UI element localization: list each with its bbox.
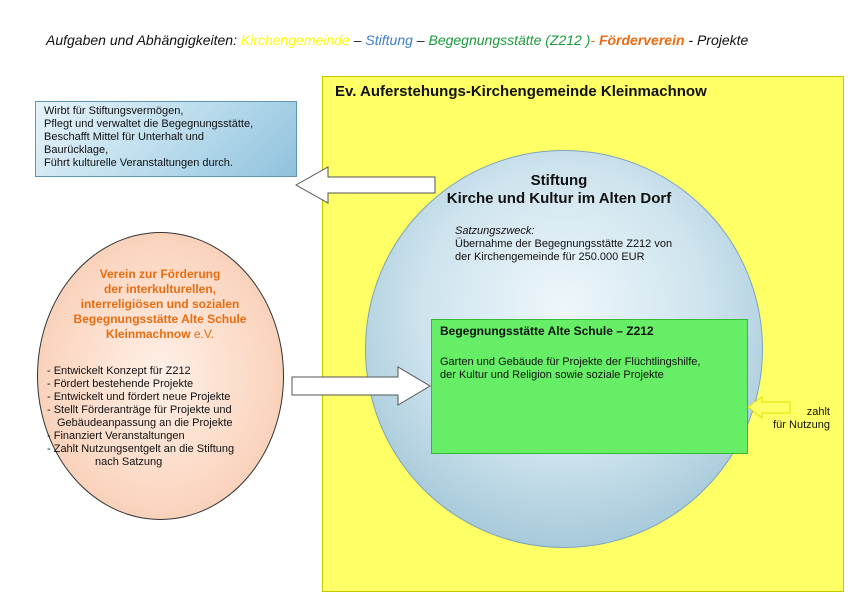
satzungszweck-line1: Übernahme der Begegnungsstätte Z212 von (455, 238, 673, 250)
satzungszweck: Satzungszweck: Übernahme der Begegnungss… (455, 225, 672, 264)
stiftung-title-line2: Kirche und Kultur im Alten Dorf (446, 190, 672, 207)
list-item: nach Satzung (95, 456, 163, 468)
task-line: Baurücklage, (44, 144, 109, 156)
zahlt-label: zahlt für Nutzung (766, 406, 830, 432)
header-prefix: Aufgaben und Abhängigkeiten: (46, 32, 241, 48)
verein-title-last: Kleinmachnow (105, 327, 191, 341)
verein-title-line-last: Kleinmachnow e.V. (40, 327, 280, 342)
task-line: Beschafft Mittel für Unterhalt und (44, 131, 204, 143)
zahlt-line1: zahlt (806, 406, 830, 418)
arrow-right-icon (291, 366, 431, 406)
header-begegnungsstaette: Begegnungsstätte (Z212 ) (428, 32, 591, 48)
foerderverein-ellipse (37, 232, 284, 520)
verein-title-line: interreligiösen und sozialen (80, 297, 240, 311)
foerderverein-title: Verein zur Förderung der interkulturelle… (40, 267, 280, 342)
header-suffix: - Projekte (684, 32, 749, 48)
list-item: Gebäudeanpassung an die Projekte (57, 417, 233, 429)
header-sep2: – (412, 32, 429, 48)
list-item: - Entwickelt Konzept für Z212 (47, 365, 191, 377)
stiftung-tasks-box: Wirbt für Stiftungsvermögen, Pflegt und … (35, 101, 297, 177)
task-line: Wirbt für Stiftungsvermögen, (44, 105, 184, 117)
satzungszweck-label: Satzungszweck: (455, 225, 535, 237)
diagram-header: Aufgaben und Abhängigkeiten: Kirchengeme… (46, 32, 748, 48)
satzungszweck-line2: der Kirchengemeinde für 250.000 EUR (455, 251, 645, 263)
header-kirchengemeinde: Kirchengemeinde (240, 32, 350, 48)
list-item: - Fördert bestehende Projekte (47, 378, 194, 390)
header-sep3: - (590, 32, 599, 48)
begegnungsstaette-title: Begegnungsstätte Alte Schule – Z212 (440, 324, 654, 338)
header-foerderverein: Förderverein (598, 32, 685, 48)
list-item: - Finanziert Veranstaltungen (47, 430, 185, 442)
begegnungsstaette-box: Begegnungsstätte Alte Schule – Z212 Gart… (431, 319, 748, 454)
list-item: - Entwickelt und fördert neue Projekte (47, 391, 231, 403)
verein-title-line: der interkulturellen, (103, 282, 217, 296)
kirchengemeinde-title: Ev. Auferstehungs-Kirchengemeinde Kleinm… (335, 83, 707, 100)
begegnungsstaette-text: Garten und Gebäude für Projekte der Flüc… (440, 356, 700, 382)
verein-title-line: Begegnungsstätte Alte Schule (73, 312, 247, 326)
arrow-zahlt-icon (747, 396, 791, 420)
verein-title-ev: e.V. (190, 327, 215, 341)
stiftung-title-line1: Stiftung (530, 172, 588, 189)
begegnungsstaette-line2: der Kultur und Religion sowie soziale Pr… (440, 369, 664, 381)
list-item: - Zahlt Nutzungsentgelt an die Stiftung (47, 443, 235, 455)
begegnungsstaette-line1: Garten und Gebäude für Projekte der Flüc… (440, 356, 701, 368)
header-sep1: – (349, 32, 366, 48)
zahlt-line2: für Nutzung (773, 419, 830, 431)
foerderverein-task-list: - Entwickelt Konzept für Z212 - Fördert … (47, 365, 277, 469)
header-stiftung: Stiftung (365, 32, 413, 48)
verein-title-line: Verein zur Förderung (99, 267, 221, 281)
list-item: - Stellt Förderanträge für Projekte und (47, 404, 232, 416)
task-line: Führt kulturelle Veranstaltungen durch. (44, 157, 233, 169)
stiftung-title: Stiftung Kirche und Kultur im Alten Dorf (443, 172, 675, 208)
arrow-left-icon (294, 166, 436, 204)
task-line: Pflegt und verwaltet die Begegnungsstätt… (44, 118, 254, 130)
